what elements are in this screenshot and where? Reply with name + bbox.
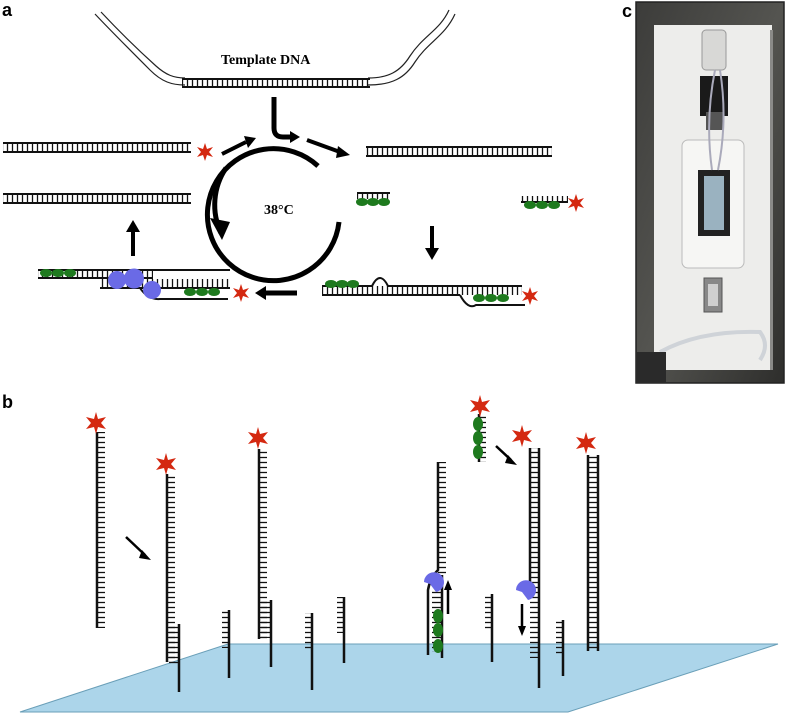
template-dna-label: Template DNA (221, 53, 311, 68)
template-dna: Template DNA (94, 9, 456, 88)
panel-b: b (2, 392, 779, 713)
surface-strand-invasion (424, 462, 452, 658)
primer-recombinase-complex (356, 192, 390, 206)
hybridized-labeled-probe (248, 427, 273, 667)
dsdna-template-copy (366, 146, 552, 157)
star-label-icon (470, 395, 490, 417)
recombinase-protein-icon (433, 639, 443, 653)
anchored-primer (222, 610, 231, 678)
polymerase-extension (38, 268, 249, 302)
panel-c: c (622, 1, 785, 384)
labeled-primer-complex (470, 395, 490, 462)
star-label-icon (233, 284, 249, 302)
star-label-icon (576, 432, 596, 454)
labeled-dsdna (3, 142, 213, 161)
arrow-icon (271, 97, 292, 140)
temperature-label: 38°C (264, 203, 294, 218)
amplification-cycle: 38°C (204, 146, 342, 284)
star-label-icon (197, 143, 213, 161)
polymerase-icon (115, 268, 144, 289)
polymerase-extended-probe (512, 425, 541, 688)
anchored-primer (337, 597, 346, 663)
recombinase-protein-icon (367, 198, 379, 206)
cycle-arrowhead-icon (210, 218, 230, 240)
dsdna-labeled-product (576, 432, 600, 651)
panel-b-label: b (2, 392, 13, 412)
polymerase-icon (143, 281, 161, 299)
panel-a-label: a (2, 0, 13, 20)
star-label-icon (86, 412, 106, 434)
anchored-primer (485, 594, 494, 662)
device-photo (635, 1, 785, 384)
hybridized-labeled-probe (156, 453, 181, 692)
star-label-icon (568, 194, 584, 212)
polymerase-icon (516, 580, 536, 600)
arrow-icon (221, 140, 247, 156)
panel-c-label: c (622, 1, 632, 21)
star-label-icon (156, 453, 176, 475)
anchored-primer (305, 613, 314, 690)
star-label-icon (522, 287, 538, 305)
star-label-icon (512, 425, 532, 447)
free-labeled-probe (86, 412, 106, 628)
dsdna (3, 193, 191, 204)
solid-surface (19, 643, 779, 713)
recombinase-protein-icon (433, 609, 443, 623)
recombinase-protein-icon (378, 198, 390, 206)
recombinase-protein-icon (433, 623, 443, 637)
recombinase-protein-icon (356, 198, 368, 206)
star-label-icon (248, 427, 268, 449)
polymerase-icon (424, 572, 444, 592)
arrow-icon (290, 131, 300, 143)
strand-invasion (322, 277, 538, 308)
panel-a: a Template DNA 38°C (2, 0, 584, 308)
anchored-primer (556, 620, 565, 676)
labeled-primer-complex (521, 194, 584, 212)
